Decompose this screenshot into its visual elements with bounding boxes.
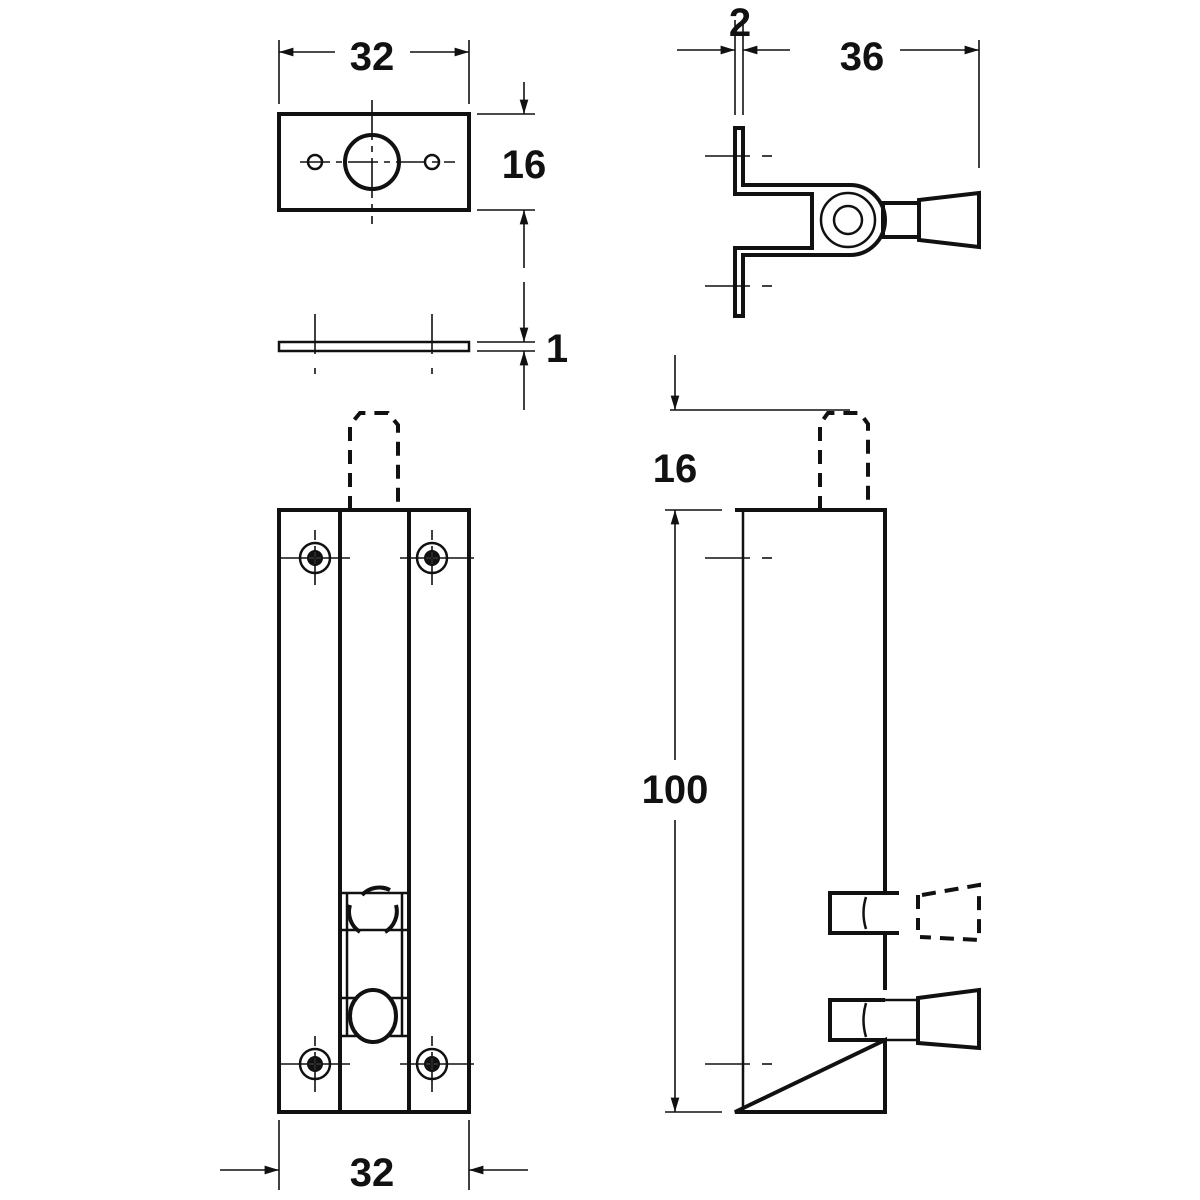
dimension-plate-thickness: 1 xyxy=(477,282,568,410)
dimension-plate-width: 32 xyxy=(278,35,470,104)
dim-label-plate-width: 32 xyxy=(350,35,395,79)
screw-icon xyxy=(400,1036,474,1092)
dimension-plate-height: 16 xyxy=(477,82,546,268)
dim-label-bolt-travel: 16 xyxy=(653,447,698,491)
dim-label-plate-thickness: 1 xyxy=(546,327,568,371)
dim-label-bracket-thickness: 2 xyxy=(729,1,751,45)
dim-label-bracket-depth: 36 xyxy=(840,35,885,79)
dimension-bracket: 2 36 xyxy=(677,1,980,168)
dim-label-body-width: 32 xyxy=(350,1151,395,1195)
keeper-plate-top-view xyxy=(277,100,471,224)
dimension-bolt-travel: 16 xyxy=(653,355,850,491)
screw-icon xyxy=(279,530,350,585)
keeper-plate-side-view xyxy=(277,314,471,380)
knob-slot xyxy=(340,885,409,1044)
screw-icon xyxy=(279,1036,350,1092)
dim-label-plate-height: 16 xyxy=(502,143,547,187)
screw-icon xyxy=(400,530,474,585)
dimension-body-width: 32 xyxy=(220,1120,528,1195)
dimension-body-length: 100 xyxy=(630,509,722,1113)
dim-label-body-length: 100 xyxy=(642,768,709,812)
bolt-front-view xyxy=(277,411,474,1114)
bracket-top-view xyxy=(705,126,981,318)
bolt-side-view xyxy=(705,411,981,1114)
